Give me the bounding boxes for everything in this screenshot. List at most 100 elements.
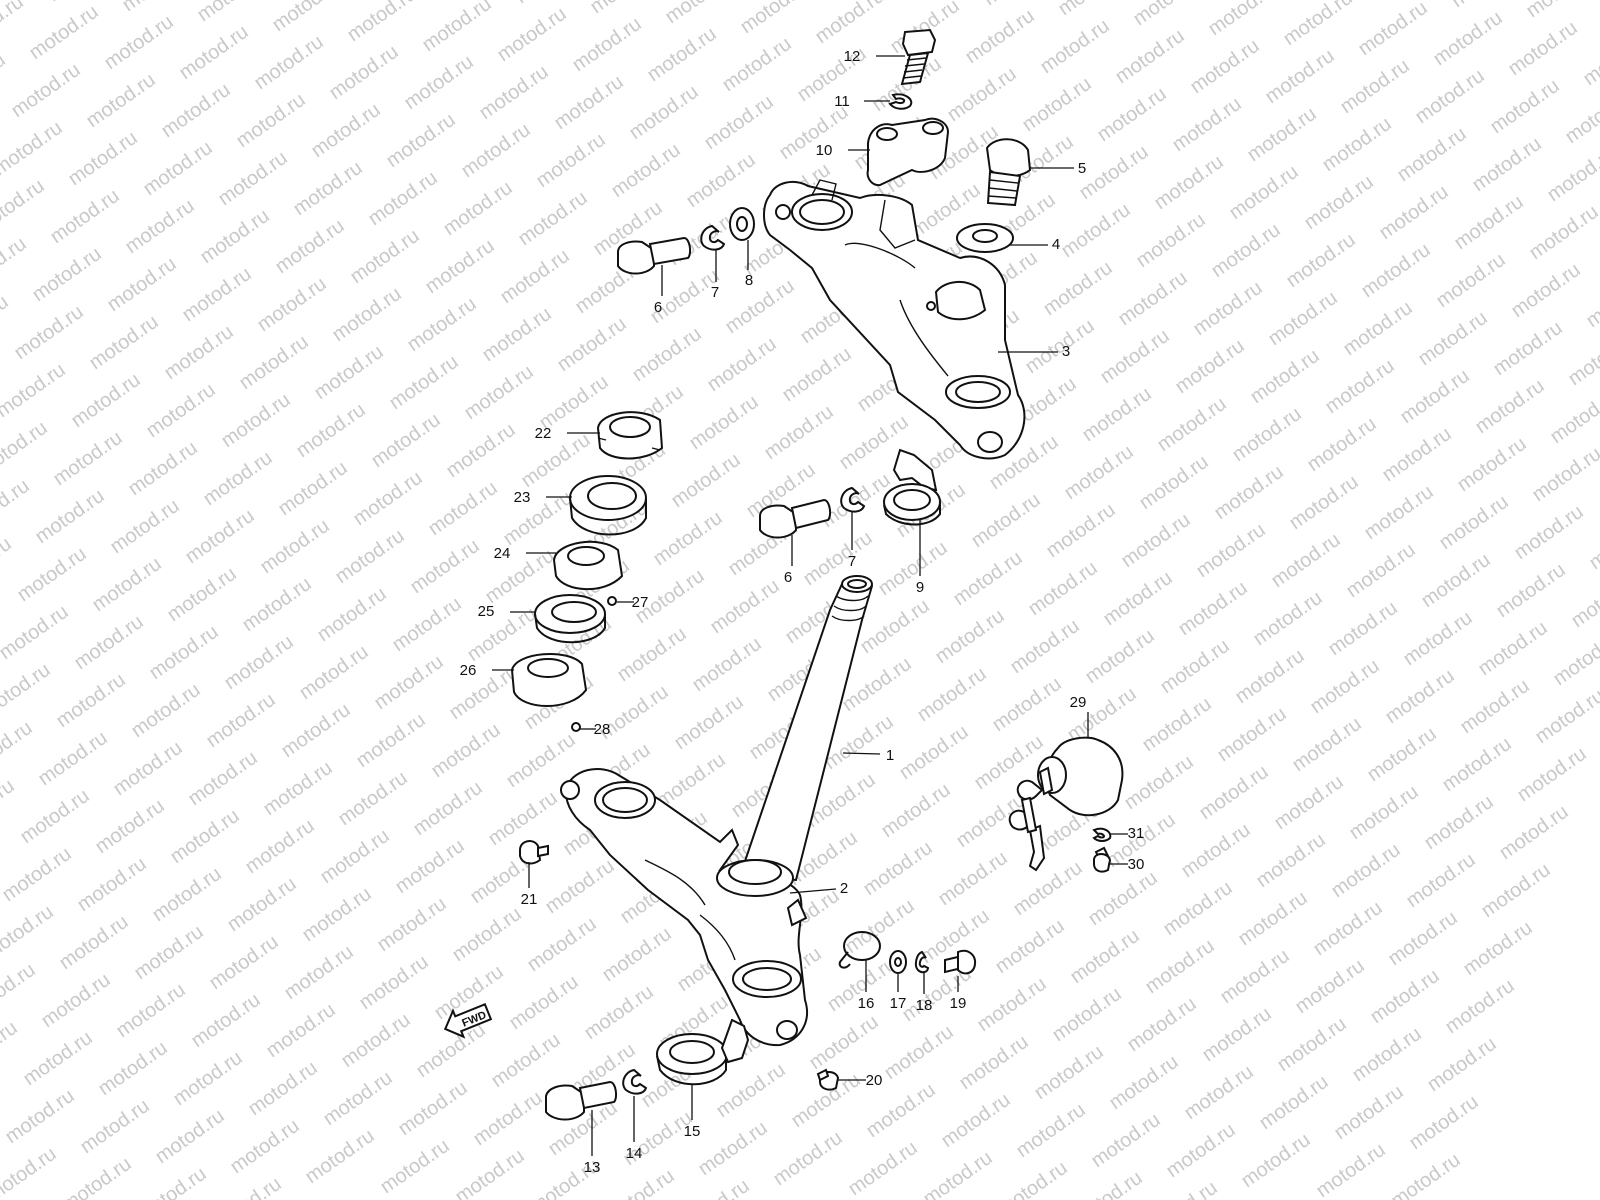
watermark-text: motod.ru	[628, 323, 705, 386]
watermark-text: motod.ru	[955, 1031, 1032, 1094]
watermark-text: motod.ru	[301, 1125, 378, 1188]
watermark-text: motod.ru	[580, 981, 657, 1044]
watermark-text: motod.ru	[1048, 983, 1125, 1046]
leader-line	[789, 888, 837, 894]
watermark-text: motod.ru	[1300, 171, 1377, 234]
watermark-text: motod.ru	[1168, 93, 1245, 156]
watermark-text: motod.ru	[1441, 975, 1518, 1038]
watermark-text: motod.ru	[292, 399, 369, 462]
watermark-text: motod.ru	[469, 1087, 546, 1150]
callout-15: 15	[684, 1084, 700, 1140]
parts-drawing	[510, 28, 1124, 1121]
callout-number: 20	[866, 1072, 883, 1089]
watermark-text: motod.ru	[1039, 257, 1116, 320]
watermark-text: motod.ru	[994, 1157, 1071, 1200]
watermark-text: motod.ru	[31, 485, 108, 548]
watermark-text: motod.ru	[268, 0, 345, 36]
watermark-text: motod.ru	[1063, 683, 1140, 746]
watermark-text: motod.ru	[895, 721, 972, 784]
watermark-text: motod.ru	[1, 1085, 78, 1148]
watermark-text: motod.ru	[1447, 0, 1524, 12]
watermark-text: motod.ru	[352, 709, 429, 772]
watermark-text: motod.ru	[601, 1165, 678, 1200]
watermark-text: motod.ru	[1564, 327, 1600, 390]
watermark-text: motod.ru	[175, 21, 252, 84]
watermark-text: motod.ru	[1114, 267, 1191, 330]
watermark-text: motod.ru	[0, 659, 55, 722]
watermark-text: motod.ru	[262, 999, 339, 1062]
watermark-text: motod.ru	[1255, 1071, 1332, 1134]
watermark-text: motod.ru	[367, 409, 444, 472]
watermark-text: motod.ru	[1006, 615, 1083, 678]
watermark-text: motod.ru	[511, 0, 588, 8]
watermark-text: motod.ru	[1543, 143, 1600, 206]
watermark-text: motod.ru	[694, 1117, 771, 1180]
watermark-text: motod.ru	[943, 63, 1020, 126]
watermark-text: motod.ru	[28, 243, 105, 306]
watermark-text: motod.ru	[0, 843, 76, 906]
callout-number: 3	[1062, 343, 1070, 360]
watermark-text: motod.ru	[688, 633, 765, 696]
watermark-text: motod.ru	[460, 361, 537, 424]
watermark-text: motod.ru	[187, 989, 264, 1052]
callout-20: 20	[838, 1072, 882, 1089]
watermark-text: motod.ru	[1327, 839, 1404, 902]
watermark-text: motod.ru	[1510, 501, 1587, 564]
callout-number: 25	[478, 603, 495, 620]
callout-number: 17	[890, 995, 907, 1012]
callout-number: 7	[711, 284, 719, 301]
watermark-text: motod.ru	[199, 447, 276, 510]
watermark-text: motod.ru	[0, 0, 28, 54]
watermark-text: motod.ru	[25, 1, 102, 64]
watermark-text: motod.ru	[1252, 829, 1329, 892]
callout-number: 19	[950, 995, 967, 1012]
watermark-text: motod.ru	[1018, 73, 1095, 136]
callout-number: 10	[816, 142, 833, 159]
watermark-text: motod.ru	[1345, 781, 1422, 844]
watermark-text: motod.ru	[1078, 383, 1155, 446]
watermark-text: motod.ru	[94, 1037, 171, 1100]
watermark-text: motod.ru	[241, 815, 318, 878]
callout-number: 5	[1078, 160, 1086, 177]
watermark-text: motod.ru	[967, 489, 1044, 552]
watermark-text: motod.ru	[505, 971, 582, 1034]
watermark-text: motod.ru	[1549, 627, 1600, 690]
watermark-text: motod.ru	[1303, 413, 1380, 476]
callout-8: 8	[745, 240, 753, 289]
watermark-text: motod.ru	[760, 401, 837, 464]
watermark-text: motod.ru	[685, 391, 762, 454]
part-16-clip	[838, 931, 881, 969]
watermark-text: motod.ru	[109, 737, 186, 800]
watermark-text: motod.ru	[1198, 1003, 1275, 1066]
watermark-text: motod.ru	[1429, 7, 1506, 70]
watermark-text: motod.ru	[859, 837, 936, 900]
watermark-text: motod.ru	[1042, 499, 1119, 562]
watermark-text: motod.ru	[1237, 1129, 1314, 1192]
watermark-text: motod.ru	[1057, 199, 1134, 262]
part-7b-washer	[840, 486, 866, 513]
watermark-text: motod.ru	[598, 923, 675, 986]
watermark-text: motod.ru	[1273, 1013, 1350, 1076]
watermark-text: motod.ru	[0, 475, 34, 538]
watermark-text: motod.ru	[1438, 733, 1515, 796]
watermark-text: motod.ru	[973, 973, 1050, 1036]
watermark-text: motod.ru	[880, 1021, 957, 1084]
part-19-bolt	[944, 949, 977, 975]
watermark-text: motod.ru	[121, 195, 198, 258]
part-6a-bolt	[617, 236, 692, 275]
watermark-text: motod.ru	[244, 1057, 321, 1120]
watermark-text: motod.ru	[1318, 113, 1395, 176]
watermark-text: motod.ru	[76, 1095, 153, 1158]
callout-22: 22	[535, 425, 600, 442]
watermark-text: motod.ru	[844, 1137, 921, 1200]
watermark-text: motod.ru	[0, 233, 31, 296]
watermark-text: motod.ru	[1531, 685, 1600, 748]
callout-4: 4	[1010, 236, 1060, 253]
watermark-text: motod.ru	[1081, 625, 1158, 688]
part-17-washer	[889, 950, 907, 974]
watermark-text: motod.ru	[46, 185, 123, 248]
callout-number: 4	[1052, 236, 1060, 253]
watermark-text: motod.ru	[403, 293, 480, 356]
watermark-text: motod.ru	[316, 825, 393, 888]
watermark-text: motod.ru	[1507, 259, 1584, 322]
